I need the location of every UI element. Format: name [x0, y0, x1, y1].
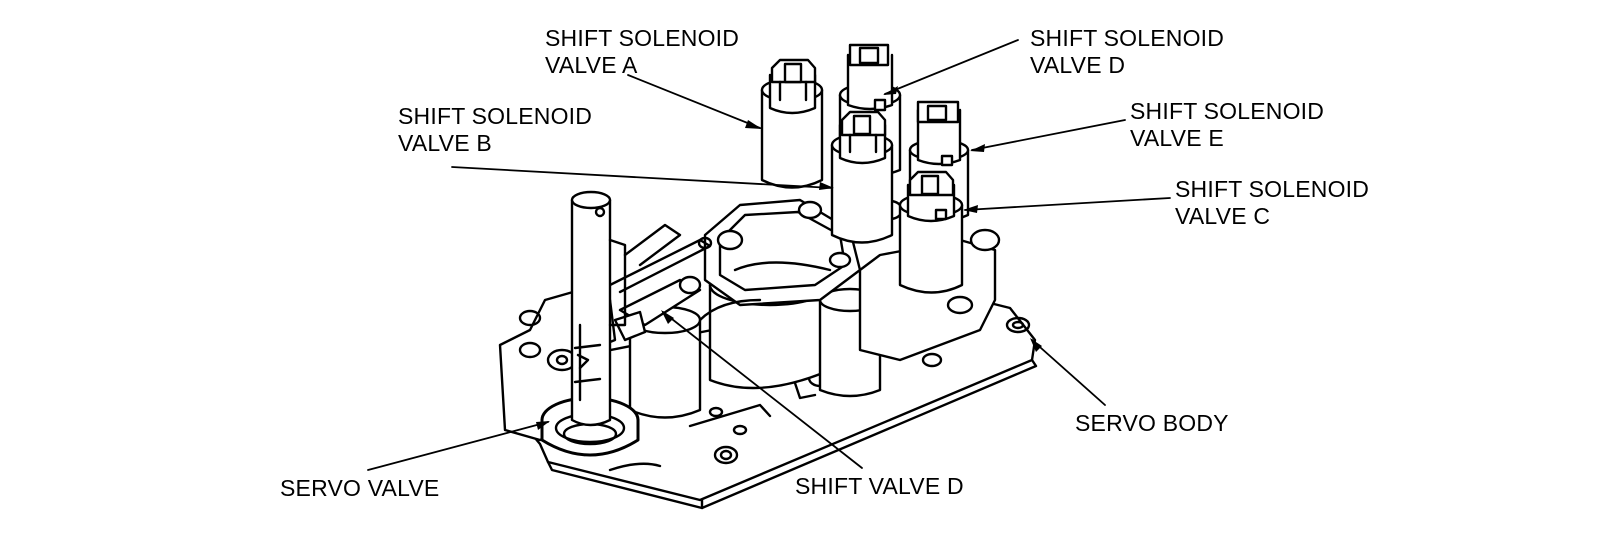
solenoid-a-part [760, 58, 824, 189]
servo-valve-part [540, 190, 640, 457]
leader-ssv-b [451, 166, 833, 189]
leader-ssv-a [627, 74, 761, 129]
label-servo-body: SERVO BODY [1075, 410, 1229, 436]
leader-servo-body [1031, 339, 1106, 406]
leader-servo-valve [367, 421, 549, 471]
leader-lines [367, 39, 1171, 471]
solenoid-c-part [898, 170, 964, 294]
leader-shift-valve-d [662, 311, 863, 469]
leader-ssv-e [971, 119, 1126, 151]
label-servo-valve: SERVO VALVE [280, 475, 440, 501]
solenoid-b-part [830, 110, 894, 244]
label-shift-valve-d: SHIFT VALVE D [795, 473, 964, 499]
leader-ssv-c [964, 197, 1171, 211]
leader-ssv-d [884, 39, 1019, 95]
shift-valve-d-part [608, 223, 713, 342]
